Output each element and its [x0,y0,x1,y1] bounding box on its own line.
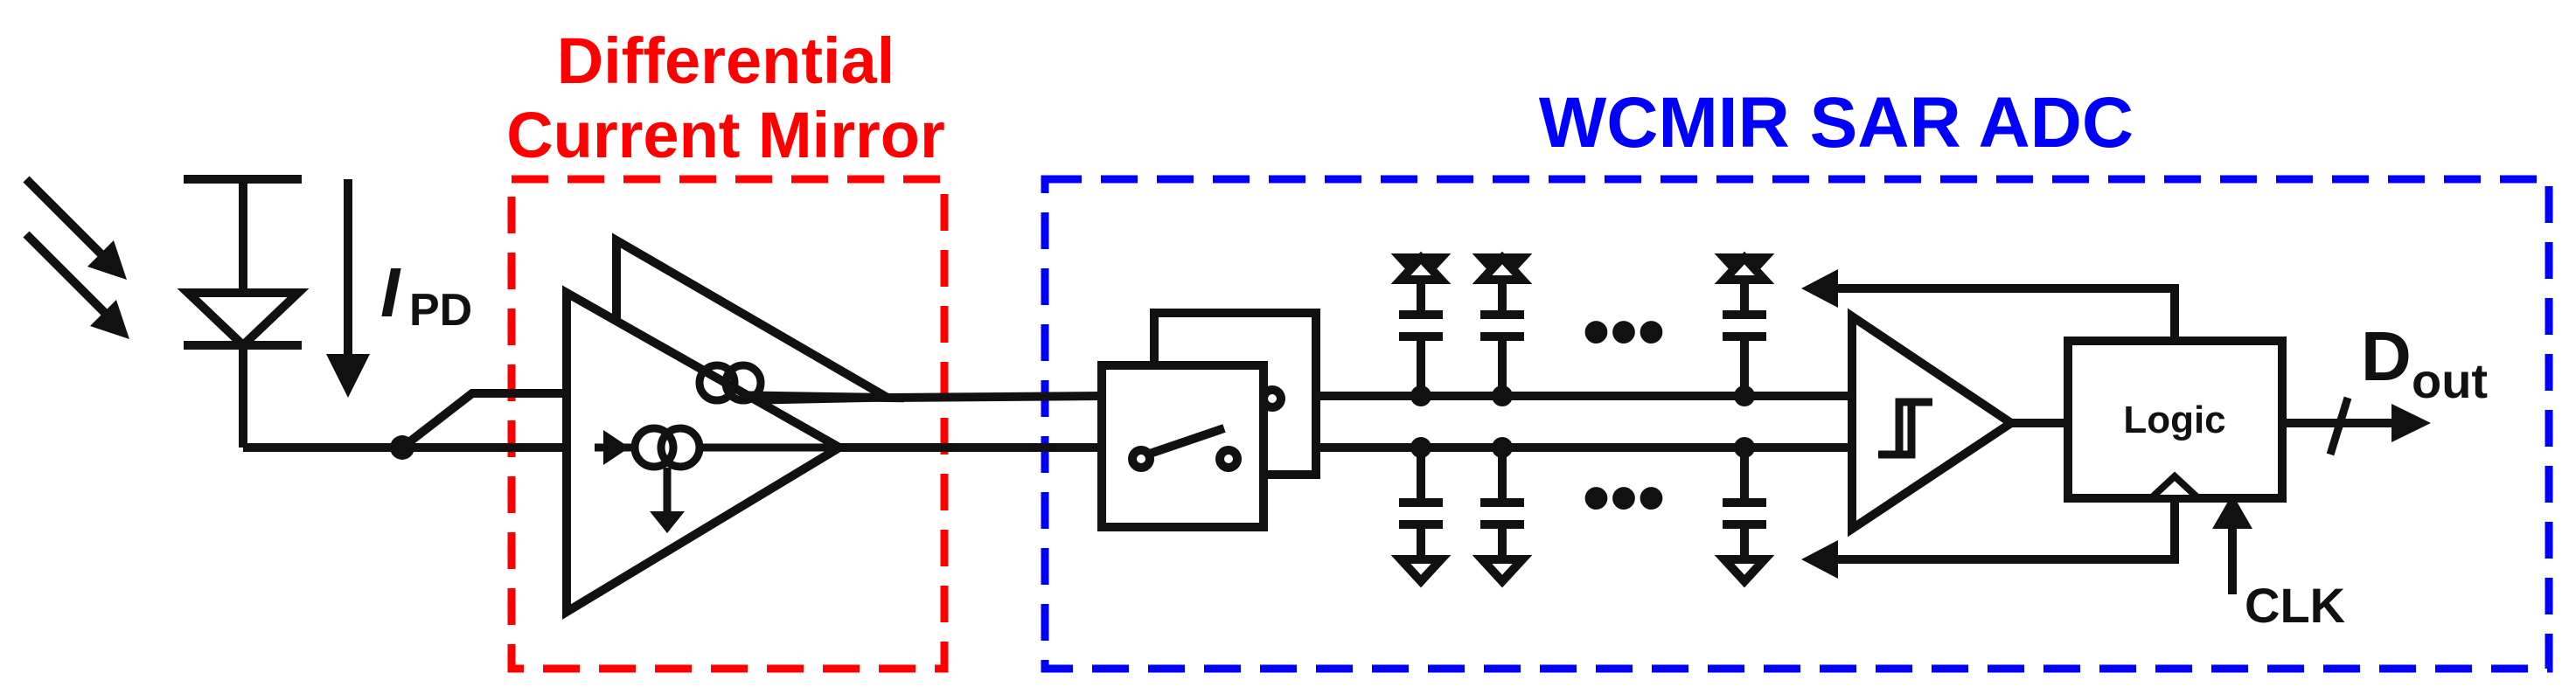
bus-nodes [1410,385,1755,458]
capacitor-top-supply-icons [1390,251,1775,284]
current-mirror-boundary [507,175,949,673]
photocurrent-subscript: PD [409,285,472,336]
mirror-output-wires [839,392,1103,452]
clock-label: CLK [2245,578,2345,633]
photodiode-icon [177,175,402,452]
current-mirror-amplifier [562,232,905,620]
comparator [1848,308,2020,538]
output-subscript: out [2412,353,2488,408]
current-mirror-title-line2: Current Mirror [506,99,945,171]
photocurrent-arrow-icon [326,179,370,398]
logic-block-label: Logic [2123,399,2225,441]
capacitor-ellipsis-top: ••• [1583,288,1666,376]
mirror-output-arrow-icon [650,511,685,533]
photocurrent-label: I [380,253,401,331]
sample-switch-front [1097,361,1268,531]
output-bus [2282,396,2431,456]
hysteresis-icon [1878,398,1932,459]
current-mirror-title-line1: Differential [557,24,895,97]
dac-bus-lines [1316,392,1852,452]
feedback-arrow-top-icon [1801,269,1838,308]
input-wires [399,389,568,452]
feedback-arrow-bottom-icon [1801,540,1838,579]
output-label: D [2361,317,2412,395]
adc-title: WCMIR SAR ADC [1539,83,2134,163]
incident-light-icon [23,176,129,339]
adc-boundary [1041,175,2553,673]
clock-arrow-icon [2212,494,2252,594]
mirror-input-arrow-icon [603,430,630,465]
mirror-current-source-top-icon [695,361,888,405]
capacitor-ellipsis-bottom: ••• [1583,455,1666,542]
capacitor-array-bottom [1390,448,1775,588]
feedback-paths [1832,284,2179,564]
